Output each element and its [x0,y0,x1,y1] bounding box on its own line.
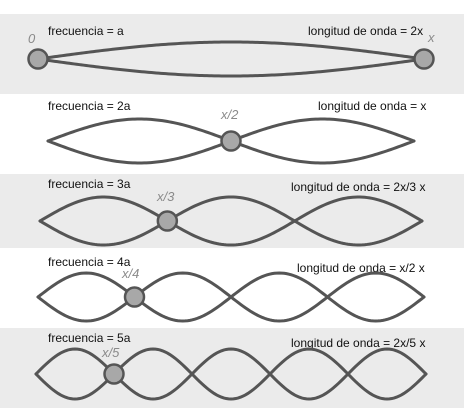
mode-3-node-label: x/3 [157,189,175,204]
mode-1-start-label: 0 [28,31,36,46]
mode-5-wavelength-label: longitud de onda = 2x/5 x [291,336,426,350]
mode-1-end-label: x [428,30,435,45]
mode-5-upper-wave [34,347,428,401]
mode-1-upper-wave [36,40,426,61]
mode-4-lower-wave [36,271,426,323]
mode-2-frequency-label: frecuencia = 2a [48,99,131,113]
mode-3-node [156,210,179,232]
mode-5-lower-wave [34,347,428,401]
mode-3-wavelength-label: longitud de onda = 2x/3 x [291,180,426,194]
mode-2-node-label: x/2 [221,107,239,122]
mode-2-node [220,130,242,152]
mode-1-wavelength-label: longitud de onda = 2x [308,24,424,38]
mode-4-node [123,286,146,308]
mode-1-end-node [413,48,435,70]
mode-1-start-node [27,48,49,70]
mode-1-frequency-label: frecuencia = a [48,24,124,38]
mode-3-panel [0,174,464,248]
mode-5-node-label: x/5 [102,345,120,360]
mode-5-panel [0,328,464,408]
mode-4-frequency-label: frecuencia = 4a [48,255,131,269]
mode-2-wavelength-label: longitud de onda = x [318,99,427,113]
mode-5-frequency-label: frecuencia = 5a [48,331,131,345]
mode-3-upper-wave [38,195,424,247]
mode-1-lower-wave [36,57,426,78]
mode-3-frequency-label: frecuencia = 3a [48,177,131,191]
mode-4-wavelength-label: longitud de onda = x/2 x [297,261,425,275]
mode-4-node-label: x/4 [122,266,140,281]
mode-5-node [103,363,125,385]
mode-3-lower-wave [38,195,424,247]
